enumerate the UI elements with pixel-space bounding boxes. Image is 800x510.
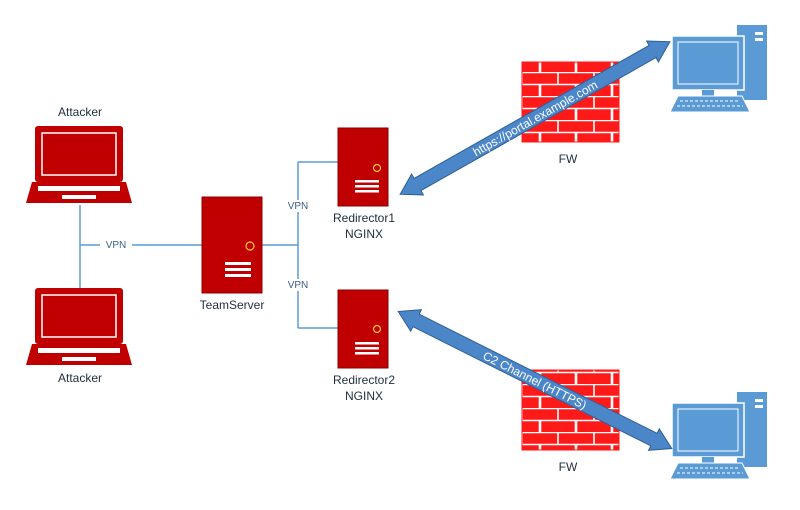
vpn-label-redirector1: VPN [288,201,309,212]
vpn-label-redirector2: VPN [288,280,309,291]
server-icon [337,127,389,207]
laptop-icon [26,126,132,203]
redirector1-sublabel: NGINX [345,227,383,241]
desktop-computer-icon [669,25,767,113]
target-computer-top[interactable] [669,25,767,113]
redirector1[interactable]: Redirector1 NGINX [333,127,395,241]
server-icon [201,196,263,294]
firewall-bottom-label: FW [559,460,578,474]
target-computer-bottom[interactable] [669,392,767,480]
attacker-bottom[interactable]: Attacker [26,288,132,385]
server-icon [337,289,389,369]
attacker-top-label: Attacker [58,105,102,119]
attacker-bottom-label: Attacker [58,371,102,385]
firewall-top-label: FW [559,152,578,166]
desktop-computer-icon [669,392,767,480]
vpn-label-bg [100,239,132,251]
redirector2[interactable]: Redirector2 NGINX [333,289,395,403]
teamserver-label: TeamServer [200,298,265,312]
redirector2-sublabel: NGINX [345,389,383,403]
redirector1-label: Redirector1 [333,211,395,225]
vpn-label-attackers: VPN [106,240,127,251]
teamserver[interactable]: TeamServer [200,196,265,312]
laptop-icon [26,288,132,365]
redirector2-label: Redirector2 [333,373,395,387]
https-arrow: https://portal.example.com [399,40,671,196]
attacker-top[interactable]: Attacker [26,105,132,203]
